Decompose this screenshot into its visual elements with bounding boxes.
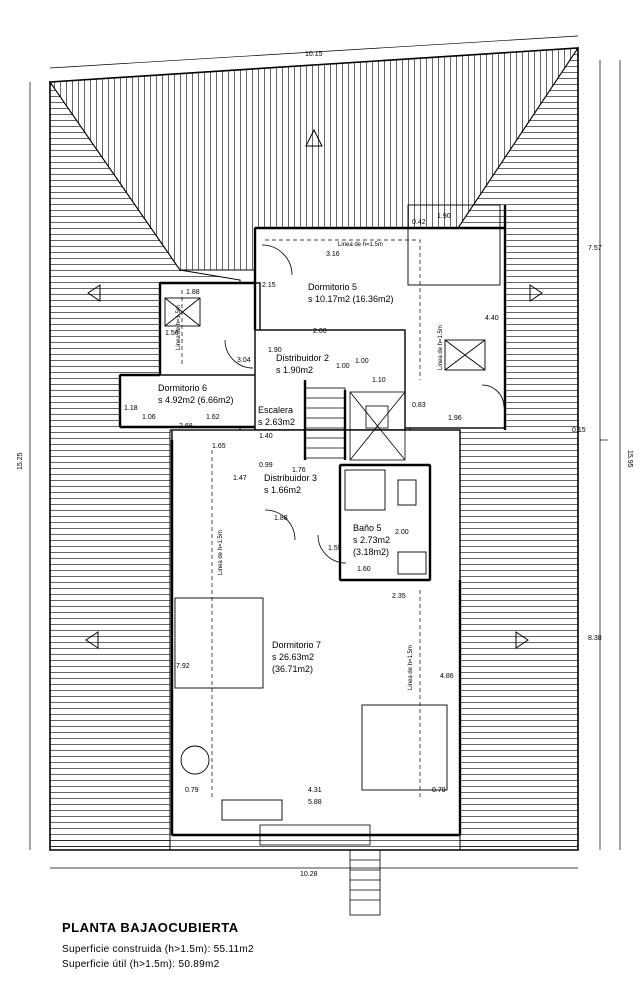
dim-right-total: 15.95 — [626, 450, 633, 468]
svg-text:7.92: 7.92 — [176, 663, 190, 670]
arrow-right-icon-lower — [515, 631, 529, 649]
desk-dorm7 — [221, 799, 283, 821]
svg-text:1.62: 1.62 — [206, 414, 220, 421]
svg-text:0.99: 0.99 — [259, 462, 273, 469]
svg-text:1.90: 1.90 — [268, 347, 282, 354]
room-dormitorio6-area: s 4.92m2 (6.66m2) — [158, 395, 234, 405]
svg-text:1.76: 1.76 — [292, 467, 306, 474]
svg-text:0.42: 0.42 — [412, 219, 426, 226]
svg-text:1.00: 1.00 — [355, 358, 369, 365]
bed-dorm7-right — [361, 704, 448, 791]
washbasin — [397, 551, 427, 575]
room-dormitorio7-area2: (36.71m2) — [272, 664, 313, 674]
svg-text:1.00: 1.00 — [336, 363, 350, 370]
room-bano5-name: Baño 5 — [353, 523, 382, 533]
room-distribuidor2-name: Distribuidor 2 — [276, 353, 329, 363]
door-dorm5 — [261, 244, 293, 276]
dim-right-offset: 0.15 — [572, 427, 586, 434]
svg-text:1.65: 1.65 — [212, 443, 226, 450]
svg-text:1.10: 1.10 — [372, 377, 386, 384]
room-dormitorio7-area: s 26.63m2 — [272, 652, 314, 662]
svg-text:0.79: 0.79 — [432, 787, 446, 794]
doors — [224, 244, 505, 564]
shower-tray — [344, 469, 386, 511]
svg-text:0.79: 0.79 — [185, 787, 199, 794]
entrance-steps — [259, 824, 381, 916]
room-dormitorio6-name: Dormitorio 6 — [158, 383, 207, 393]
bed-dorm6 — [164, 297, 201, 327]
svg-text:1.60: 1.60 — [357, 566, 371, 573]
limit-label-dorm5-top: Linea de h=1.5m — [338, 242, 383, 248]
room-distribuidor3-name: Distribuidor 3 — [264, 473, 317, 483]
dim-top-width: 10.15 — [305, 51, 323, 58]
door-dorm6 — [224, 339, 254, 369]
arrow-left-icon — [87, 284, 101, 302]
svg-text:3.04: 3.04 — [237, 357, 251, 364]
room-distribuidor2-area: s 1.90m2 — [276, 365, 313, 375]
svg-text:2.15: 2.15 — [262, 282, 276, 289]
room-escalera-area: s 2.63m2 — [258, 417, 295, 427]
limit-label-dorm7-right: Linea de h=1.5m — [408, 645, 414, 690]
svg-text:1.56: 1.56 — [165, 330, 179, 337]
building-outline — [49, 47, 579, 851]
shaft — [349, 391, 406, 461]
svg-text:1.06: 1.06 — [142, 414, 156, 421]
surface-useful: Superficie útil (h>1.5m): 50.89m2 — [62, 959, 220, 970]
chair-dorm7 — [180, 745, 210, 775]
dim-right-lower: 8.38 — [588, 635, 602, 642]
limit-label-dorm7-left: Linea de h=1.5m — [218, 530, 224, 575]
door-bath — [317, 534, 347, 564]
limit-label-dorm5-side: Linea de h=1.5m — [438, 325, 444, 370]
svg-text:1.40: 1.40 — [259, 433, 273, 440]
svg-text:4.31: 4.31 — [308, 787, 322, 794]
surface-built: Superficie construida (h>1.5m): 55.11m2 — [62, 944, 254, 955]
room-dormitorio5-area: s 10.17m2 (16.36m2) — [308, 294, 394, 304]
svg-text:2.00: 2.00 — [313, 328, 327, 335]
svg-text:1.90: 1.90 — [437, 213, 451, 220]
dimension-text: 10.15 10.28 15.25 15.95 7.57 8.38 0.15 0… — [17, 51, 633, 878]
room-bano5-area2: (3.18m2) — [353, 547, 389, 557]
arrow-left-icon-lower — [85, 631, 99, 649]
svg-text:5.88: 5.88 — [308, 799, 322, 806]
door-dorm7 — [264, 509, 296, 541]
room-escalera-name: Escalera — [258, 405, 293, 415]
room-labels: Dormitorio 5 s 10.17m2 (16.36m2) Dormito… — [158, 282, 394, 674]
svg-text:1.55: 1.55 — [328, 545, 342, 552]
toilet — [397, 479, 417, 506]
arrow-up-icon — [305, 128, 323, 147]
arrow-right-icon — [529, 284, 543, 302]
bed-dorm5 — [407, 204, 501, 286]
dim-right-upper: 7.57 — [588, 245, 602, 252]
height-limit-lines — [181, 239, 421, 800]
dimension-lines — [29, 35, 621, 869]
room-distribuidor3-area: s 1.66m2 — [264, 485, 301, 495]
room-dormitorio7-name: Dormitorio 7 — [272, 640, 321, 650]
svg-text:3.16: 3.16 — [326, 251, 340, 258]
svg-text:2.68: 2.68 — [179, 423, 193, 430]
svg-text:4.86: 4.86 — [440, 673, 454, 680]
room-dormitorio5-name: Dormitorio 5 — [308, 282, 357, 292]
svg-text:1.96: 1.96 — [448, 415, 462, 422]
svg-text:0.83: 0.83 — [412, 402, 426, 409]
svg-text:2.00: 2.00 — [395, 529, 409, 536]
svg-text:1.47: 1.47 — [233, 475, 247, 482]
svg-text:2.35: 2.35 — [392, 593, 406, 600]
roof-slope-arrows — [85, 128, 543, 649]
dim-bottom-width: 10.28 — [300, 871, 318, 878]
bed-dorm7-left — [174, 597, 264, 689]
room-bano5-area: s 2.73m2 — [353, 535, 390, 545]
furniture — [164, 204, 501, 821]
svg-text:1.88: 1.88 — [274, 515, 288, 522]
plan-title: PLANTA BAJAOCUBIERTA — [62, 920, 239, 935]
svg-text:4.40: 4.40 — [485, 315, 499, 322]
staircase — [304, 387, 346, 459]
svg-text:1.88: 1.88 — [186, 289, 200, 296]
limit-label-dorm6: Linea de h=1.5m — [176, 305, 182, 350]
height-limit-labels: Linea de h=1.5m Linea de h=1.5m Linea de… — [176, 242, 444, 690]
door-dorm7-right — [481, 384, 505, 408]
svg-text:1.18: 1.18 — [124, 405, 138, 412]
dim-left-height: 15.25 — [17, 452, 24, 470]
